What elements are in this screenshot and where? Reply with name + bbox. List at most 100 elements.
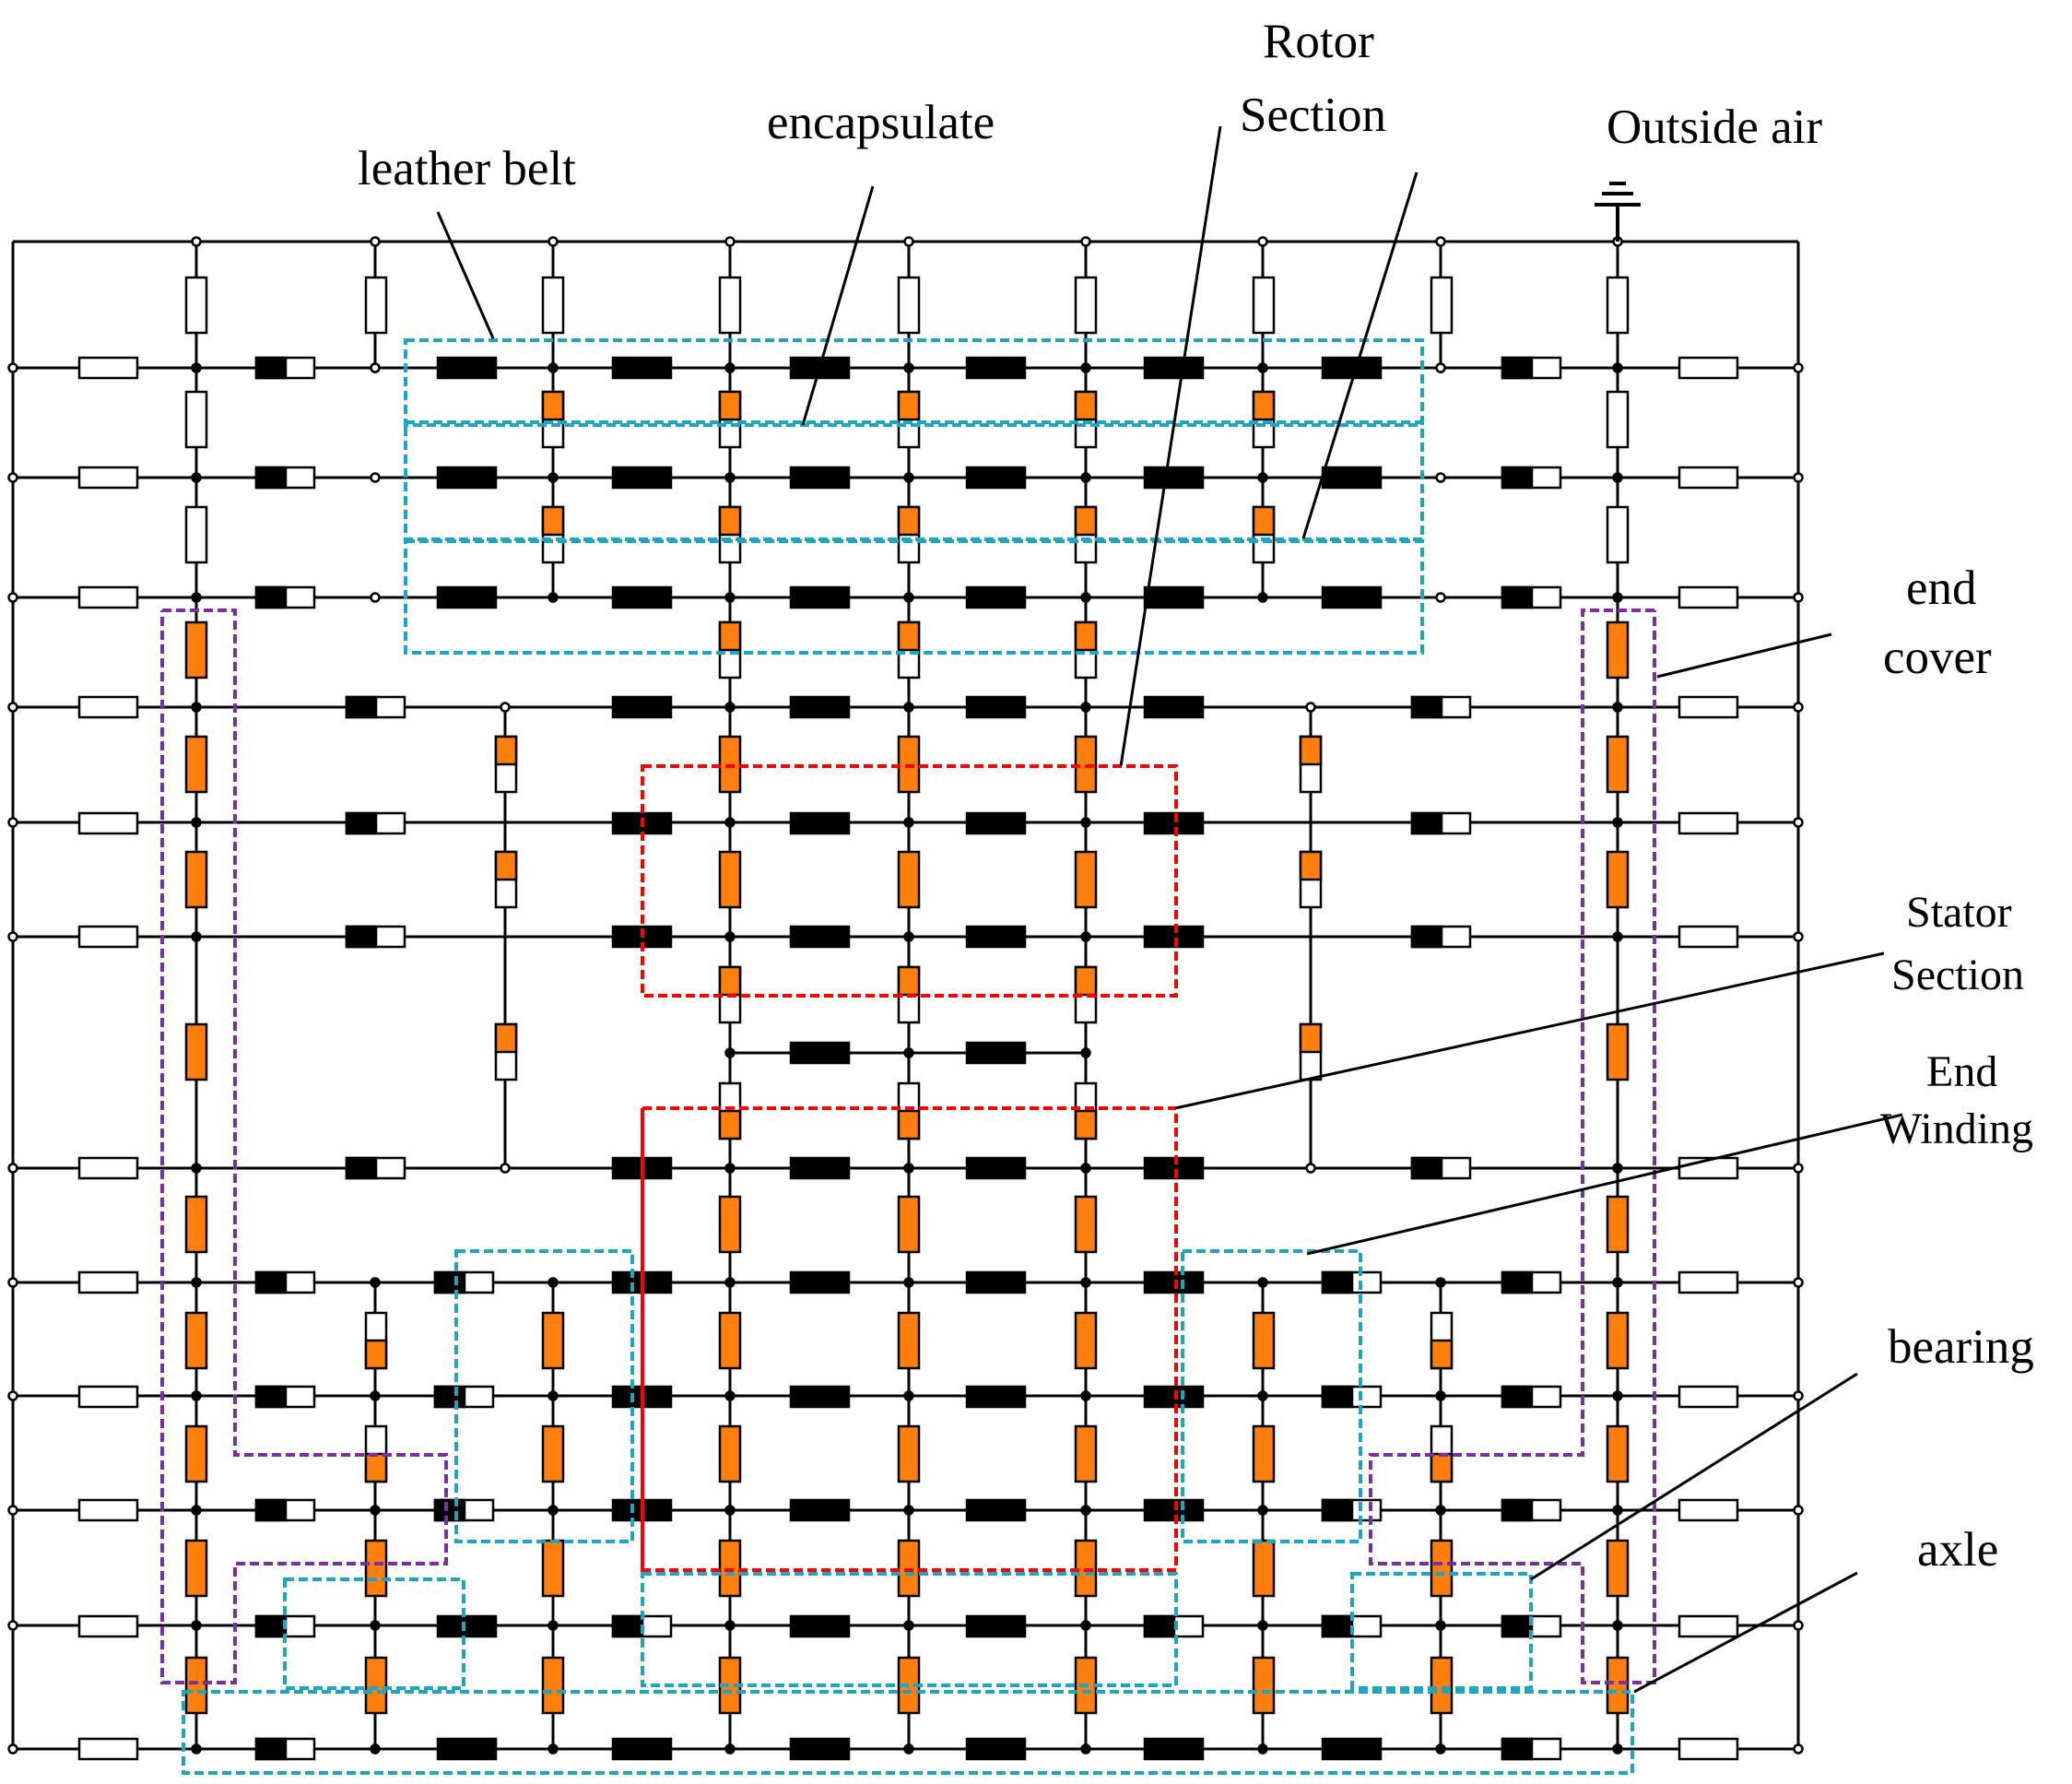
resistor-horizontal-half [611, 1614, 644, 1638]
resistor-vertical-half [1074, 1109, 1098, 1140]
resistor-vertical [718, 1195, 742, 1254]
leader-lines [436, 125, 1903, 1694]
node [1793, 1505, 1804, 1516]
resistor-horizontal [77, 1498, 139, 1522]
region-boundary [641, 1572, 1178, 1687]
resistor-horizontal [1321, 1737, 1383, 1761]
resistor-horizontal [1143, 811, 1205, 835]
node [1793, 592, 1804, 603]
node [1435, 1620, 1446, 1631]
resistor-horizontal-half [1501, 1270, 1534, 1294]
resistor-vertical [184, 1311, 208, 1370]
node [1080, 362, 1091, 373]
label-rotor-section-line2: Section [1240, 89, 1386, 142]
resistor-vertical-half [897, 390, 921, 421]
node [1793, 472, 1804, 483]
node [1793, 1743, 1804, 1754]
label-bearing: bearing [1888, 1320, 2034, 1374]
resistor-vertical-half [494, 850, 518, 881]
resistor-horizontal-half [254, 1614, 288, 1638]
label-end-winding-line2: Winding [1880, 1105, 2033, 1153]
resistor-vertical [541, 1424, 565, 1483]
node [903, 702, 914, 713]
resistor-vertical [1074, 276, 1098, 335]
resistor-horizontal-half [254, 356, 288, 380]
node [7, 1277, 18, 1288]
region-boundary [1350, 1572, 1533, 1690]
resistor-vertical [184, 1195, 208, 1254]
node [7, 1505, 18, 1516]
resistor-horizontal [965, 356, 1027, 380]
resistor-horizontal [1143, 925, 1205, 949]
resistor-vertical [897, 1424, 921, 1483]
node [547, 236, 559, 247]
resistor-vertical-half [1074, 505, 1098, 537]
region-boundary [404, 338, 1424, 427]
network-nodes [7, 236, 1804, 1754]
resistor-vertical [184, 620, 208, 679]
node [547, 1277, 559, 1288]
node [370, 362, 381, 373]
resistor-horizontal-half [345, 1156, 378, 1180]
resistor-vertical [1074, 1311, 1098, 1370]
resistor-horizontal-half [1321, 1614, 1354, 1638]
resistor-horizontal-half [345, 695, 378, 719]
resistor-horizontal [789, 1385, 851, 1409]
resistor-horizontal [77, 1156, 139, 1180]
resistor-vertical [1606, 390, 1630, 449]
resistor-vertical-half [897, 505, 921, 537]
resistor-vertical-half [1299, 850, 1323, 881]
node [191, 362, 202, 373]
node [1257, 236, 1268, 247]
node [191, 1163, 202, 1174]
resistor-vertical [718, 1424, 742, 1483]
node [1612, 1505, 1623, 1516]
node [370, 1505, 381, 1516]
resistor-horizontal [965, 1385, 1027, 1409]
resistor-vertical [364, 1539, 388, 1598]
node [1793, 702, 1804, 713]
node [1612, 1390, 1623, 1401]
node [1080, 1163, 1091, 1174]
resistor-vertical [1606, 1424, 1630, 1483]
resistor-horizontal [1143, 1498, 1205, 1522]
region-boundary [454, 1249, 634, 1543]
resistor-vertical [897, 1311, 921, 1370]
resistor-vertical-half [718, 505, 742, 537]
node [191, 1620, 202, 1631]
node [1080, 931, 1091, 942]
resistor-horizontal [789, 1498, 851, 1522]
node [547, 1505, 559, 1516]
resistor-vertical [1606, 505, 1630, 564]
region-boundary [404, 539, 1424, 655]
node [191, 1277, 202, 1288]
node [724, 702, 736, 713]
node [903, 592, 914, 603]
resistor-horizontal [436, 1737, 498, 1761]
node [1257, 1277, 1268, 1288]
resistor-vertical [1606, 620, 1630, 679]
resistor-horizontal-half [254, 585, 288, 609]
node [903, 1743, 914, 1754]
resistor-horizontal-half [345, 925, 378, 949]
node [547, 1743, 559, 1754]
resistor-vertical [184, 735, 208, 794]
resistor-vertical [1606, 1311, 1630, 1370]
node [370, 1277, 381, 1288]
node [7, 362, 18, 373]
resistor-horizontal [789, 1156, 851, 1180]
resistor-horizontal [77, 585, 139, 609]
node [191, 1505, 202, 1516]
resistor-vertical [1074, 850, 1098, 909]
resistor-vertical [1606, 1539, 1630, 1598]
resistor-vertical [1074, 1424, 1098, 1483]
node [903, 817, 914, 828]
resistor-horizontal [1321, 356, 1383, 380]
region-boundary [283, 1577, 465, 1690]
resistor-horizontal [611, 695, 673, 719]
node [191, 236, 202, 247]
node [1080, 817, 1091, 828]
node [1257, 1505, 1268, 1516]
resistor-vertical-half [718, 390, 742, 421]
node [1612, 931, 1623, 942]
